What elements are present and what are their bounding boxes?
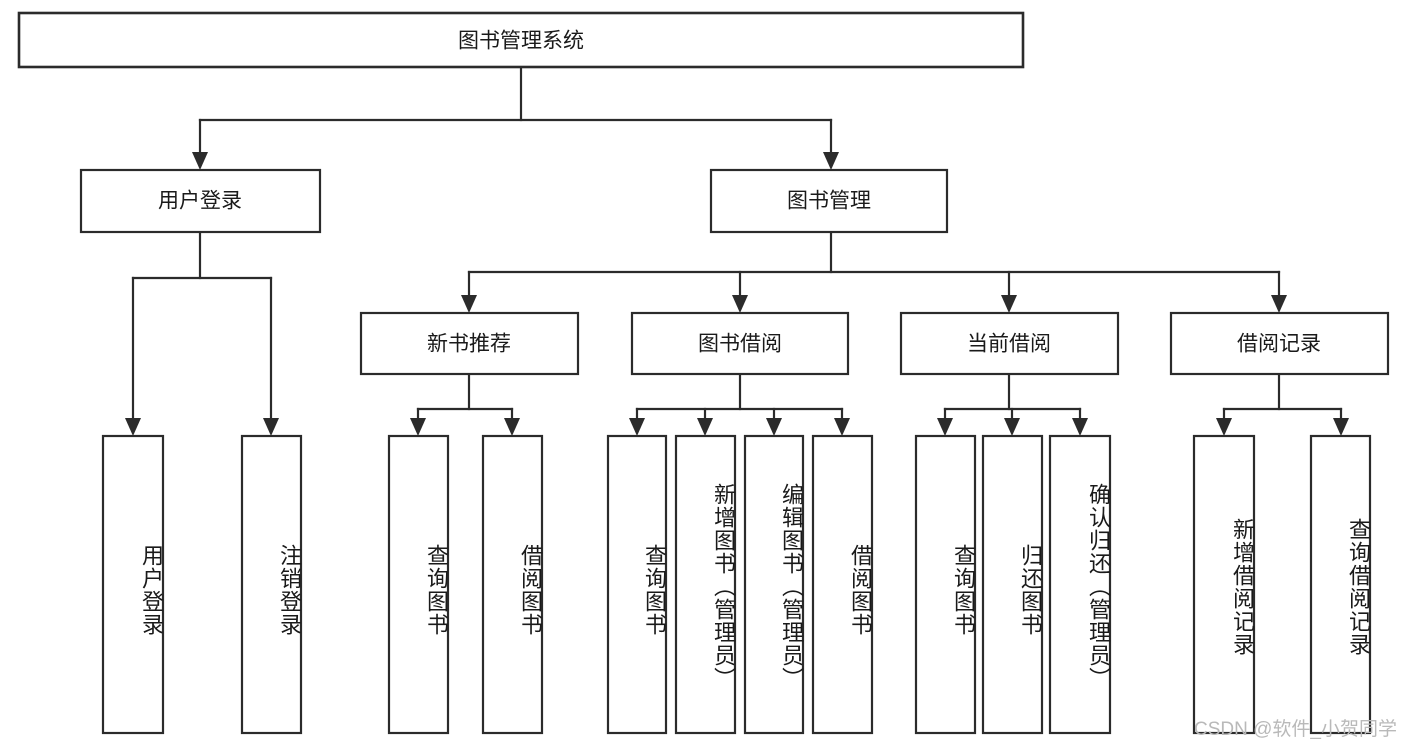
arrowhead-current-l2 [1004,418,1020,436]
node-current-borrow[interactable]: 当前借阅 [899,311,1120,376]
leaf-box-return-books[interactable] [981,434,1044,735]
node-borrow-record-box[interactable] [1169,311,1390,376]
node-current-borrow-box[interactable] [899,311,1120,376]
leaf-box-query-borrow-record[interactable] [1309,434,1372,735]
arrowhead-borrow-l2 [697,418,713,436]
arrowhead-root-to-bookmgmt [823,152,839,170]
leaf-box-query-books-borrow[interactable] [606,434,668,735]
arrowhead-current-l3 [1072,418,1088,436]
leaf-box-borrow-books-borrow[interactable] [811,434,874,735]
arrowhead-record-l1 [1216,418,1232,436]
arrowhead-bookmgmt-c1 [461,295,477,313]
node-book-management[interactable]: 图书管理 [709,168,949,234]
node-new-book-recommend-box[interactable] [359,311,580,376]
node-book-borrow[interactable]: 图书借阅 [630,311,850,376]
leaf-box-confirm-return-admin[interactable] [1048,434,1112,735]
node-borrow-record-label: 借阅记录 [1237,333,1321,356]
connector-group-login [125,230,279,436]
watermark-text: CSDN @软件_小贺同学 [1194,719,1397,740]
arrowhead-bookmgmt-c2 [732,295,748,313]
connector-group-borrow [629,372,850,436]
leaf-box-edit-book-admin[interactable] [743,434,805,735]
leaf-box-query-books-newbook[interactable] [387,434,450,735]
connector-group-current [937,372,1088,436]
connector-group-record [1216,372,1349,436]
node-borrow-record[interactable]: 借阅记录 [1169,311,1390,376]
arrowhead-current-l1 [937,418,953,436]
leaf-box-add-borrow-record[interactable] [1192,434,1256,735]
node-new-book-recommend-label: 新书推荐 [427,333,511,356]
connector-group-newbook [410,372,520,436]
arrowhead-newbook-l1 [410,418,426,436]
node-root-box[interactable] [17,11,1025,69]
node-user-login-box[interactable] [79,168,322,234]
node-book-management-box[interactable] [709,168,949,234]
connector-group-bookmgmt [461,230,1287,313]
connector-group-root [192,65,839,170]
node-root[interactable]: 图书管理系统 [17,11,1025,69]
arrowhead-bookmgmt-c3 [1001,295,1017,313]
node-user-login-label: 用户登录 [158,190,242,213]
arrowhead-root-to-login [192,152,208,170]
arrowhead-login-right [263,418,279,436]
node-book-management-label: 图书管理 [787,190,871,213]
node-book-borrow-box[interactable] [630,311,850,376]
node-new-book-recommend[interactable]: 新书推荐 [359,311,580,376]
arrowhead-borrow-l3 [766,418,782,436]
arrowhead-borrow-l1 [629,418,645,436]
leaf-box-user-login[interactable] [101,434,165,735]
node-book-borrow-label: 图书借阅 [698,333,782,356]
node-current-borrow-label: 当前借阅 [967,333,1051,356]
arrowhead-borrow-l4 [834,418,850,436]
node-user-login[interactable]: 用户登录 [79,168,322,234]
node-root-label: 图书管理系统 [458,30,584,53]
leaf-box-logout[interactable] [240,434,303,735]
leaf-box-borrow-books-newbook[interactable] [481,434,544,735]
arrowhead-bookmgmt-c4 [1271,295,1287,313]
arrowhead-record-l2 [1333,418,1349,436]
arrowhead-newbook-l2 [504,418,520,436]
leaf-box-query-books-current[interactable] [914,434,977,735]
arrowhead-login-left [125,418,141,436]
leaf-box-add-book-admin[interactable] [674,434,737,735]
